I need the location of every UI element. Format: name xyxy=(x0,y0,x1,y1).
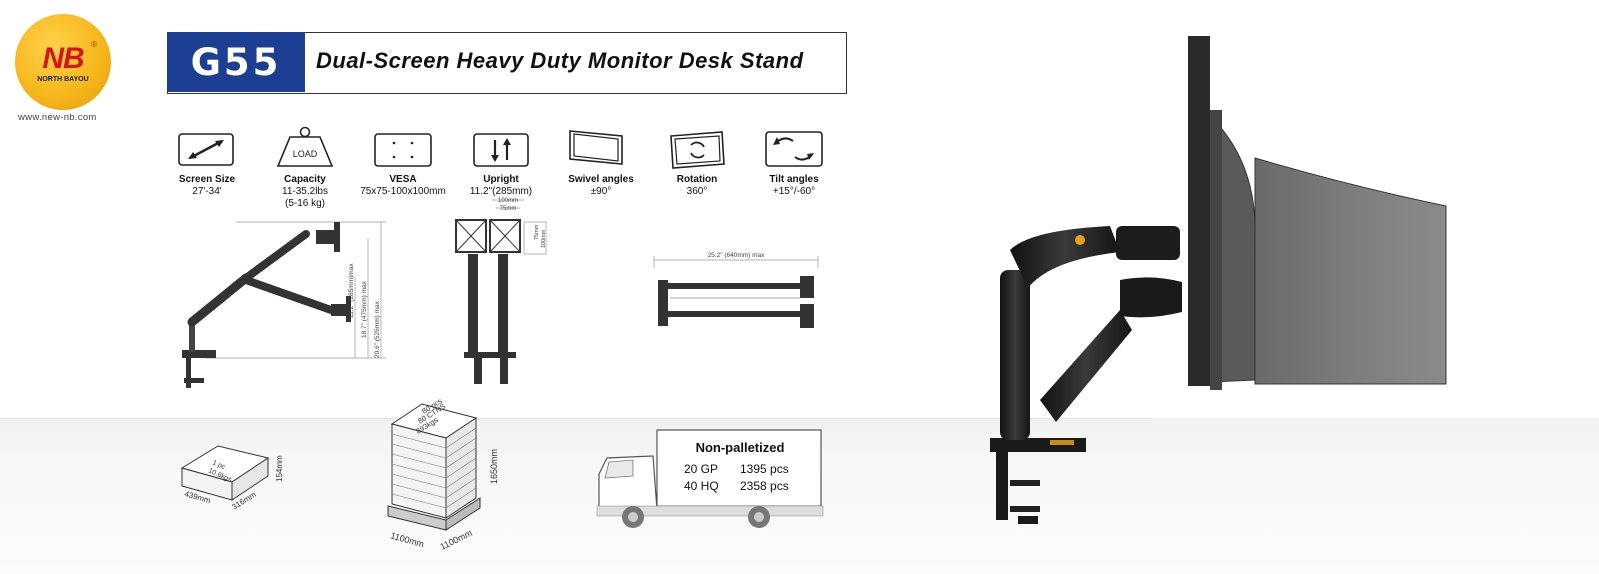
logo-mark: NB xyxy=(42,42,84,75)
height-label-1: 11.2" (285mm)max xyxy=(348,263,355,318)
registered-icon: ® xyxy=(91,40,97,49)
diagonal-arrow-icon xyxy=(178,133,234,166)
top-view-drawing: 25.2" (640mm) max xyxy=(650,248,822,338)
spec-name: Upright xyxy=(483,174,519,185)
pallet-height-label: 1650mm xyxy=(489,449,499,484)
single-box-drawing: 1 pc 10.6kgs 439mm 316mm 154mm xyxy=(178,440,288,514)
floor-divider xyxy=(0,418,1150,419)
container-20gp: 20 GP xyxy=(684,462,719,476)
spec-value: 75x75-100x100mm xyxy=(360,186,446,197)
spec-value: 360° xyxy=(686,186,708,197)
pallet-length-label: 1100mm xyxy=(389,530,425,549)
spec-name: Rotation xyxy=(676,174,718,185)
container-40hq: 40 HQ xyxy=(684,479,719,493)
product-title: Dual-Screen Heavy Duty Monitor Desk Stan… xyxy=(316,48,804,73)
spec-vesa: VESA 75x75-100x100mm xyxy=(346,174,460,198)
spec-rotation: Rotation 360° xyxy=(647,174,747,198)
spec-value: ±90° xyxy=(590,186,612,197)
top-width-label: 25.2" (640mm) max xyxy=(708,252,766,259)
side-view-drawing: 20.6" (525mm) max 18.7" (475mm) max 11.2… xyxy=(176,218,396,394)
spec-name: Screen Size xyxy=(178,174,236,185)
logo-brand-name: NORTH BAYOU xyxy=(37,76,89,83)
height-label-2: 18.7" (475mm) max xyxy=(361,280,368,338)
qty-20gp: 1395 pcs xyxy=(740,462,789,476)
shipping-heading: Non-palletized xyxy=(695,440,785,455)
vesa-75-label: 75mm xyxy=(500,206,517,212)
vesa-100-v-label: 100mm xyxy=(541,229,547,248)
spec-capacity: Capacity 11-35.2lbs (5-16 kg) xyxy=(255,174,355,210)
vesa-75-v-label: 75mm xyxy=(534,224,540,240)
qty-40hq: 2358 pcs xyxy=(740,479,789,493)
truck-illustration xyxy=(595,428,827,532)
spec-value: 27'-34' xyxy=(192,186,222,197)
box-height-label: 154mm xyxy=(275,455,284,482)
rotation-icon xyxy=(667,130,727,170)
product-photo xyxy=(970,30,1460,530)
load-label: LOAD xyxy=(293,149,318,159)
spec-name: VESA xyxy=(389,174,417,185)
spec-screen-size: Screen Size 27'-34' xyxy=(157,174,257,198)
box-qty-label: 1 pc xyxy=(211,459,226,471)
website-text: www.new-nb.com xyxy=(18,112,97,123)
spec-upright: Upright 11.2"(285mm) xyxy=(451,174,551,198)
pallet-drawing: 80 pcs 80 CTNS 893kgs 1650mm 1100mm 1100… xyxy=(384,396,504,556)
spec-value: 11-35.2lbs xyxy=(282,186,328,197)
spec-name: Tilt angles xyxy=(769,174,819,185)
tilt-icon xyxy=(765,131,823,167)
front-view-drawing: 100mm 75mm 75mm 100mm xyxy=(452,196,552,396)
spec-name: Swivel angles xyxy=(568,174,634,185)
model-badge: G55 xyxy=(167,32,305,92)
vesa-pattern-icon xyxy=(374,133,432,167)
spec-value: +15°/-60° xyxy=(772,186,816,197)
height-label-3: 20.6" (525mm) max xyxy=(374,300,381,358)
spec-value-metric: (5-16 kg) xyxy=(284,198,325,209)
vesa-100-label: 100mm xyxy=(498,198,518,204)
spec-swivel: Swivel angles ±90° xyxy=(551,174,651,198)
spec-tilt: Tilt angles +15°/-60° xyxy=(744,174,844,198)
brand-logo[interactable]: NB ® NORTH BAYOU xyxy=(15,14,111,110)
load-weight-icon: LOAD xyxy=(276,126,334,168)
pallet-width-label: 1100mm xyxy=(438,528,473,552)
swivel-icon xyxy=(566,128,626,168)
spec-value: 11.2"(285mm) xyxy=(469,186,533,197)
up-down-arrows-icon xyxy=(473,133,529,167)
spec-name: Capacity xyxy=(284,174,326,185)
